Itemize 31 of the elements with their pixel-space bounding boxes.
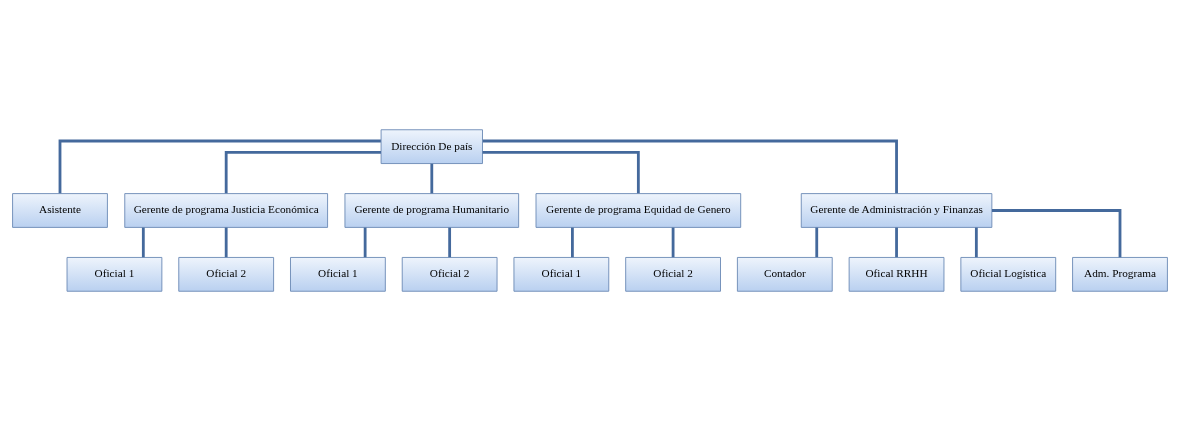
- node-box: Oficial 1: [66, 256, 163, 292]
- connector: [571, 227, 574, 258]
- connector: [991, 209, 1122, 258]
- connector: [224, 227, 228, 258]
- node-box: Gerente de Administración y Finanzas: [800, 193, 993, 228]
- node-box: Oficial 2: [178, 256, 275, 292]
- node-box: Gerente de programa Humanitario: [344, 193, 520, 228]
- connector: [141, 227, 145, 258]
- node-box: Oficial 1: [290, 256, 386, 292]
- node-box: Asistente: [12, 193, 108, 228]
- connector: [815, 227, 819, 258]
- node-box: Oficial Logística: [960, 256, 1057, 292]
- connector: [58, 139, 381, 194]
- connector: [363, 227, 367, 258]
- node-box: Ofical RRHH: [848, 256, 945, 292]
- node-box: Oficial 2: [401, 256, 498, 292]
- connector: [974, 227, 978, 258]
- connector: [482, 139, 898, 194]
- connector: [671, 227, 675, 258]
- node-box: Oficial 2: [625, 256, 721, 292]
- connector: [895, 227, 898, 258]
- node-box: Contador: [736, 256, 833, 292]
- node-box: Oficial 1: [513, 256, 610, 292]
- node-box: Gerente de programa Equidad de Genero: [535, 193, 742, 228]
- connector: [430, 163, 434, 194]
- connector: [448, 227, 452, 258]
- connector: [224, 150, 381, 194]
- node-box: Gerente de programa Justicia Económica: [124, 193, 329, 228]
- node-box: Dirección De país: [380, 129, 483, 165]
- node-box: Adm. Programa: [1072, 256, 1168, 292]
- connector: [482, 150, 640, 194]
